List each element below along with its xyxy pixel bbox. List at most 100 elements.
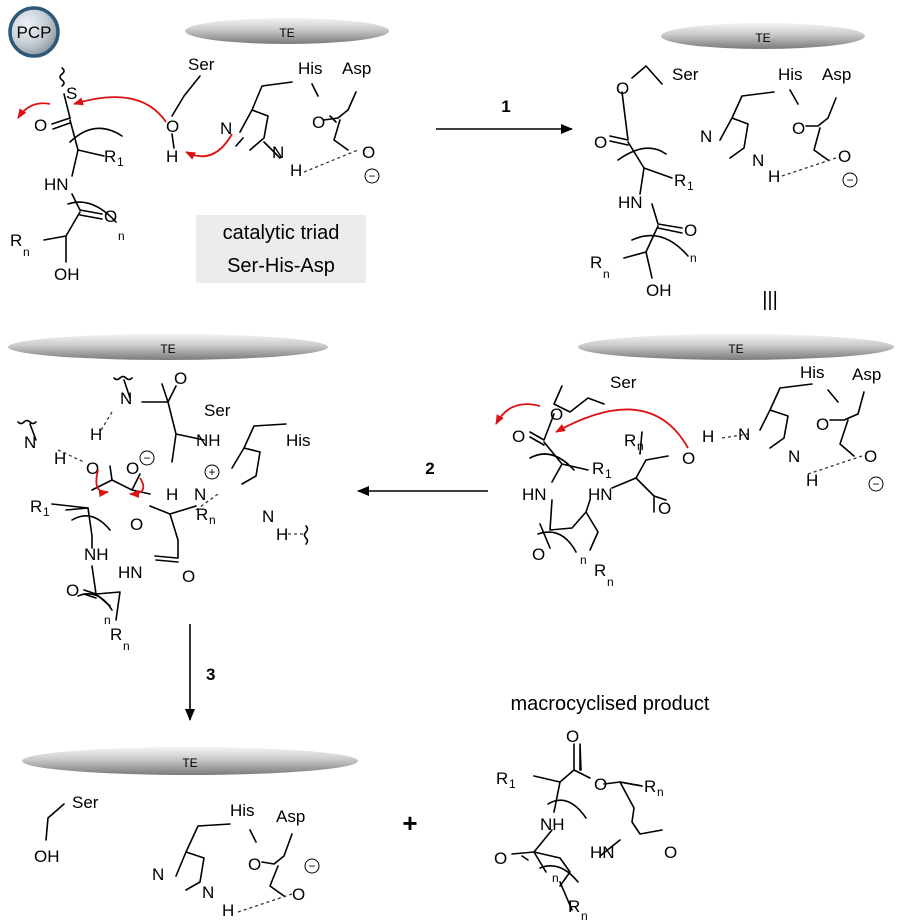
pcp-label: PCP bbox=[17, 23, 52, 42]
regenerated-triad-atoms: Ser OH His Asp N N H O O − bbox=[34, 793, 320, 920]
svg-text:−: − bbox=[143, 451, 150, 465]
panel-pre-macrocyclisation: TE Ser O O R 1 R n O H HN HN O O n R n bbox=[495, 334, 894, 589]
svg-text:R: R bbox=[110, 625, 122, 644]
svg-text:H: H bbox=[290, 161, 302, 180]
svg-text:O: O bbox=[166, 117, 179, 136]
svg-text:His: His bbox=[800, 363, 825, 382]
svg-text:O: O bbox=[566, 727, 579, 746]
svg-text:n: n bbox=[690, 251, 697, 265]
step-2-arrow: 2 bbox=[357, 459, 488, 496]
svg-text:Asp: Asp bbox=[276, 807, 305, 826]
svg-text:OH: OH bbox=[646, 281, 672, 300]
svg-text:2: 2 bbox=[425, 459, 434, 478]
svg-text:His: His bbox=[778, 65, 803, 84]
svg-text:TE: TE bbox=[728, 342, 743, 356]
svg-text:HN: HN bbox=[44, 175, 69, 194]
svg-text:Asp: Asp bbox=[852, 365, 881, 384]
svg-text:OH: OH bbox=[34, 847, 60, 866]
svg-text:Asp: Asp bbox=[342, 59, 371, 78]
svg-text:O: O bbox=[616, 79, 629, 98]
svg-text:O: O bbox=[66, 581, 79, 600]
svg-text:O: O bbox=[792, 119, 805, 138]
svg-text:R: R bbox=[644, 777, 656, 796]
svg-text:3: 3 bbox=[206, 665, 215, 684]
triad-atoms-1: Ser O H N N H His Asp O O − bbox=[166, 55, 380, 184]
svg-text:TE: TE bbox=[182, 756, 197, 770]
svg-text:R: R bbox=[30, 497, 42, 516]
svg-text:HN: HN bbox=[118, 563, 143, 582]
te-domain-4: TE bbox=[8, 334, 328, 360]
svg-text:n: n bbox=[603, 267, 610, 281]
panel-acyl-enzyme: TE Ser O O R 1 HN O R n n OH N N H His A… bbox=[590, 23, 865, 300]
svg-text:N: N bbox=[788, 447, 800, 466]
svg-text:n: n bbox=[607, 575, 614, 589]
svg-text:H: H bbox=[276, 525, 288, 544]
substrate-atoms-1: S O R 1 HN O R n n OH bbox=[10, 84, 125, 284]
svg-text:O: O bbox=[182, 567, 195, 586]
svg-text:O: O bbox=[312, 113, 325, 132]
svg-text:−: − bbox=[308, 859, 315, 873]
svg-text:1: 1 bbox=[501, 97, 510, 116]
svg-text:NH: NH bbox=[84, 545, 109, 564]
svg-text:Ser: Ser bbox=[204, 401, 231, 420]
svg-text:N: N bbox=[220, 119, 232, 138]
svg-text:n: n bbox=[580, 553, 587, 567]
svg-text:−: − bbox=[368, 169, 375, 183]
svg-text:H: H bbox=[54, 449, 66, 468]
panel-acyl-pcp: PCP TE S O R 1 HN O R n n OH bbox=[8, 6, 389, 284]
svg-text:R: R bbox=[594, 561, 606, 580]
svg-text:O: O bbox=[362, 143, 375, 162]
svg-text:N: N bbox=[262, 507, 274, 526]
svg-text:O: O bbox=[292, 885, 305, 904]
svg-text:n: n bbox=[118, 229, 125, 243]
svg-text:His: His bbox=[286, 431, 311, 450]
svg-text:Ser: Ser bbox=[72, 793, 99, 812]
te-domain-1: TE bbox=[185, 18, 389, 44]
svg-text:TE: TE bbox=[160, 342, 175, 356]
svg-text:catalytic triad: catalytic triad bbox=[223, 222, 340, 244]
svg-text:N: N bbox=[202, 883, 214, 902]
svg-text:Asp: Asp bbox=[822, 65, 851, 84]
equivalence-symbol: ||| bbox=[762, 289, 778, 311]
svg-text:R: R bbox=[674, 171, 686, 190]
svg-text:Ser-His-Asp: Ser-His-Asp bbox=[227, 255, 335, 277]
svg-text:n: n bbox=[23, 245, 30, 259]
panel-tetrahedral-intermediate: TE N O Ser NH H N H O O H N N H bbox=[8, 334, 328, 653]
svg-text:1: 1 bbox=[117, 155, 124, 169]
svg-text:n: n bbox=[552, 871, 559, 885]
svg-text:His: His bbox=[230, 801, 255, 820]
svg-text:N: N bbox=[152, 865, 164, 884]
svg-text:O: O bbox=[174, 369, 187, 388]
svg-text:n: n bbox=[581, 909, 588, 923]
svg-text:n: n bbox=[209, 513, 216, 527]
svg-text:N: N bbox=[24, 433, 36, 452]
svg-text:O: O bbox=[126, 459, 139, 478]
svg-text:H: H bbox=[702, 427, 714, 446]
step-3-arrow: 3 bbox=[185, 624, 215, 721]
svg-text:N: N bbox=[272, 143, 284, 162]
svg-text:n: n bbox=[104, 613, 111, 627]
acyl-enzyme-atoms: Ser O O R 1 HN O R n n OH N N H His Asp … bbox=[590, 65, 858, 300]
svg-text:n: n bbox=[123, 639, 130, 653]
svg-text:O: O bbox=[248, 855, 261, 874]
svg-text:R: R bbox=[590, 253, 602, 272]
svg-text:OH: OH bbox=[54, 265, 80, 284]
svg-text:O: O bbox=[86, 459, 99, 478]
svg-text:1: 1 bbox=[43, 505, 50, 519]
svg-text:N: N bbox=[752, 151, 764, 170]
carbonyl-oxygen: O bbox=[34, 116, 47, 135]
svg-text:R: R bbox=[624, 431, 636, 450]
svg-text:O: O bbox=[682, 449, 695, 468]
svg-text:1: 1 bbox=[509, 777, 516, 791]
svg-text:H: H bbox=[222, 901, 234, 920]
svg-text:HN: HN bbox=[590, 843, 615, 862]
svg-text:−: − bbox=[872, 477, 879, 491]
svg-text:HN: HN bbox=[588, 485, 613, 504]
svg-text:O: O bbox=[494, 849, 507, 868]
te-label-1: TE bbox=[279, 26, 294, 40]
svg-text:HN: HN bbox=[618, 193, 643, 212]
svg-text:+: + bbox=[208, 465, 215, 479]
te-domain-2: TE bbox=[661, 23, 865, 49]
product-label: macrocyclised product bbox=[511, 693, 710, 715]
